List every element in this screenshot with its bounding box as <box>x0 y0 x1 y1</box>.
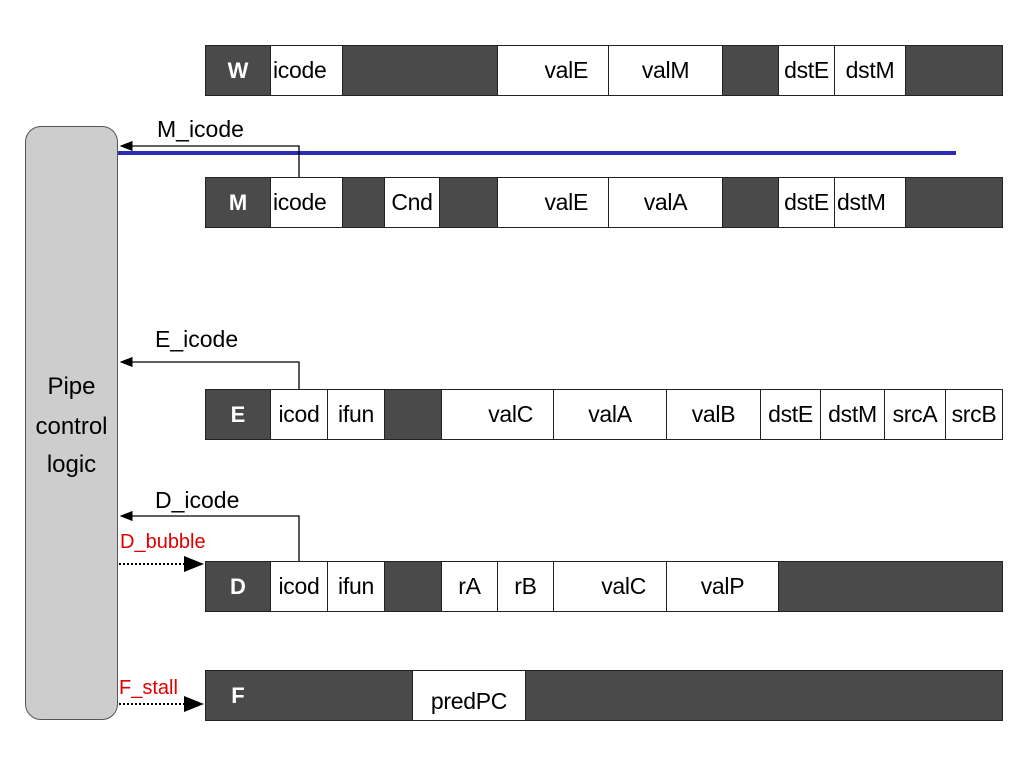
d-rb-field: rB <box>497 562 554 611</box>
e-dste-field: dstE <box>760 390 821 439</box>
e-icod-field: icod <box>270 390 328 439</box>
w-valm-field: valM <box>608 46 723 95</box>
control-label-line-3: logic <box>46 451 97 478</box>
f-predpc-field: predPC <box>412 671 526 720</box>
control-label-line-2: control <box>35 413 108 440</box>
f-stall-label: F_stall <box>119 677 178 699</box>
w-dstm-field: dstM <box>834 46 906 95</box>
m-icode-label: M_icode <box>157 116 244 142</box>
e-stage-label: E <box>230 401 246 427</box>
e-ifun-field: ifun <box>327 390 385 439</box>
d-pipeline-register: D icod ifun rA rB valC valP <box>205 561 1003 612</box>
e-icode-label: E_icode <box>155 326 239 352</box>
m-icode-wire <box>119 140 300 177</box>
f-stage-label: F <box>231 682 245 708</box>
w-pipeline-register: W icode valE valM dstE dstM <box>205 45 1003 96</box>
w-icode-field: icode <box>270 46 343 95</box>
d-ra-field: rA <box>441 562 498 611</box>
d-bubble-label: D_bubble <box>120 531 206 553</box>
m-cnd-field: Cnd <box>384 178 440 227</box>
e-valc-field: valC <box>441 390 554 439</box>
m-pipeline-register: M icode Cnd valE valA dstE dstM <box>205 177 1003 228</box>
e-icode-wire <box>119 356 300 389</box>
m-stage-label: M <box>228 189 248 215</box>
e-dstm-field: dstM <box>820 390 885 439</box>
m-vale-field: valE <box>497 178 609 227</box>
m-vala-field: valA <box>608 178 723 227</box>
w-dste-field: dstE <box>778 46 835 95</box>
e-srca-field: srcA <box>884 390 946 439</box>
e-valb-field: valB <box>666 390 761 439</box>
d-stage-label: D <box>230 573 246 599</box>
w-stage-label: W <box>227 57 249 83</box>
e-srcb-field: srcB <box>945 390 1003 439</box>
d-valc-field: valC <box>553 562 667 611</box>
e-vala-field: valA <box>553 390 667 439</box>
m-dste-field: dstE <box>778 178 835 227</box>
control-label-line-1: Pipe <box>47 373 96 400</box>
w-vale-field: valE <box>497 46 609 95</box>
d-ifun-field: ifun <box>327 562 385 611</box>
d-icode-wire <box>119 510 300 561</box>
e-pipeline-register: E icod ifun valC valA valB dstE dstM src… <box>205 389 1003 440</box>
pipe-control-logic-box: Pipe control logic <box>25 126 118 720</box>
d-valp-field: valP <box>666 562 779 611</box>
d-icod-field: icod <box>270 562 328 611</box>
m-icode-field: icode <box>270 178 343 227</box>
f-pipeline-register: F predPC <box>205 670 1003 721</box>
d-icode-label: D_icode <box>155 487 240 513</box>
m-dstm-field: dstM <box>834 178 906 227</box>
